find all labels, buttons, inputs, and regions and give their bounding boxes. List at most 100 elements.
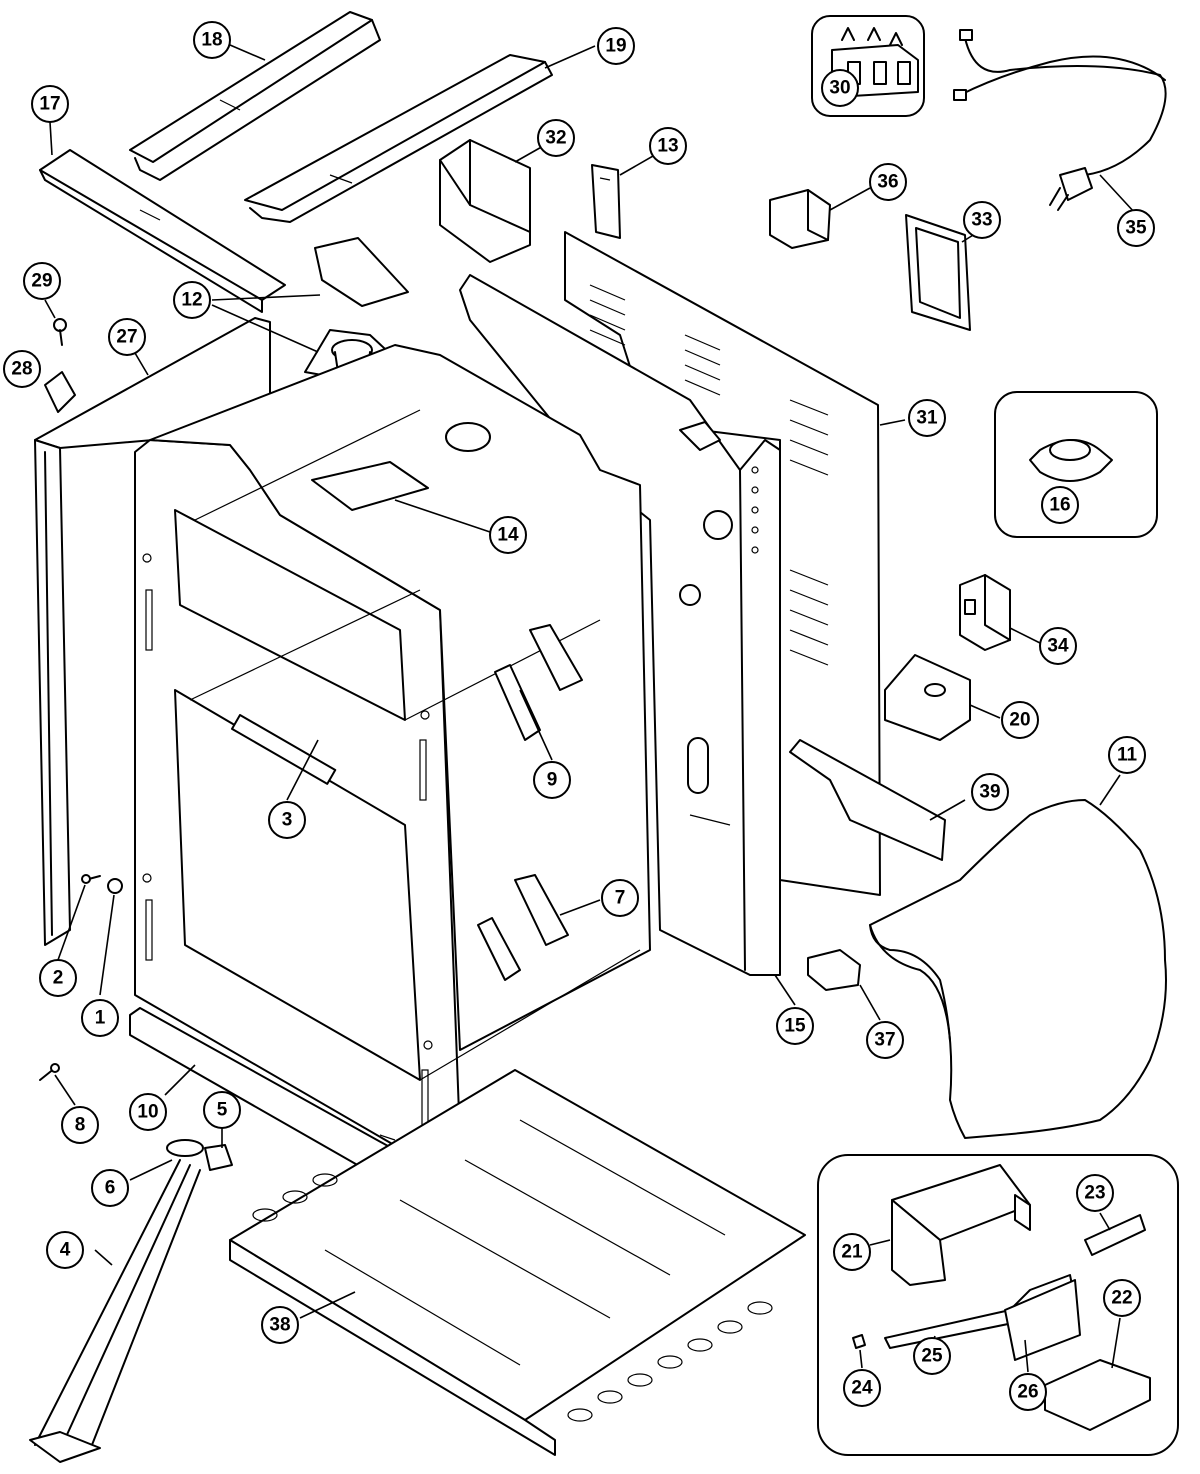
part-4-rod-assembly: [29, 1159, 201, 1463]
callout-25: 25: [913, 1337, 951, 1375]
callout-2: 2: [39, 959, 77, 997]
callout-5-label: 5: [217, 1100, 228, 1121]
part-9-hinge: [494, 624, 583, 741]
callout-20: 20: [1001, 701, 1039, 739]
callout-34-label: 34: [1047, 636, 1069, 657]
part-11-insulation: [869, 799, 1167, 1139]
callout-6: 6: [91, 1169, 129, 1207]
callout-19: 19: [597, 27, 635, 65]
callout-38: 38: [261, 1306, 299, 1344]
callout-23: 23: [1076, 1174, 1114, 1212]
callout-12-label: 12: [181, 290, 202, 311]
callout-24-label: 24: [851, 1378, 873, 1399]
callout-4: 4: [46, 1231, 84, 1269]
callout-19-label: 19: [605, 36, 626, 57]
callout-16: 16: [1041, 486, 1079, 524]
part-28-clip: [44, 371, 76, 413]
callout-5: 5: [203, 1091, 241, 1129]
part-38-bottom-panel: [229, 1069, 806, 1456]
callout-14: 14: [489, 516, 527, 554]
part-34-block: [959, 574, 1011, 651]
callout-29-label: 29: [31, 271, 52, 292]
callout-12: 12: [173, 281, 211, 319]
callout-15-label: 15: [784, 1016, 806, 1037]
part-35-power-cord: [953, 29, 1167, 211]
callout-31: 31: [908, 399, 946, 437]
callout-11-label: 11: [1117, 745, 1138, 766]
part-37-clip: [807, 949, 861, 991]
callout-18: 18: [193, 21, 231, 59]
callout-39: 39: [971, 773, 1009, 811]
part-20-bracket: [884, 654, 971, 741]
callout-22: 22: [1103, 1279, 1141, 1317]
callout-9-label: 9: [547, 770, 558, 791]
callout-29: 29: [23, 262, 61, 300]
callout-21: 21: [833, 1233, 871, 1271]
callout-24: 24: [843, 1369, 881, 1407]
callout-9: 9: [533, 761, 571, 799]
part-5-6-fittings: [166, 1139, 233, 1171]
callout-1: 1: [81, 999, 119, 1037]
callout-39-label: 39: [979, 782, 1000, 803]
callout-30-label: 30: [829, 78, 850, 99]
callout-13-label: 13: [657, 136, 678, 157]
parts-21-26-inset: [817, 1154, 1179, 1456]
callout-36-label: 36: [877, 172, 898, 193]
part-32-box: [439, 139, 531, 263]
callout-14-label: 14: [497, 525, 519, 546]
callout-27-label: 27: [116, 327, 137, 348]
callout-15: 15: [776, 1007, 814, 1045]
callout-18-label: 18: [201, 30, 222, 51]
callout-31-label: 31: [916, 408, 938, 429]
callout-6-label: 6: [105, 1178, 116, 1199]
part-15-side-panel: [459, 274, 781, 976]
callout-30: 30: [821, 69, 859, 107]
callout-21-label: 21: [841, 1242, 863, 1263]
callout-4-label: 4: [60, 1240, 71, 1261]
callout-2-label: 2: [53, 968, 64, 989]
callout-13: 13: [649, 127, 687, 165]
callout-38-label: 38: [269, 1315, 290, 1336]
callout-28-label: 28: [11, 359, 32, 380]
callout-33: 33: [963, 201, 1001, 239]
callout-36: 36: [869, 163, 907, 201]
callout-26: 26: [1009, 1373, 1047, 1411]
callout-17: 17: [31, 85, 69, 123]
part-17-left-strip: [39, 149, 286, 313]
part-8-screw: [39, 1063, 60, 1081]
part-19-top-strip: [244, 54, 553, 223]
part-13-bracket: [591, 164, 621, 239]
callout-22-label: 22: [1111, 1288, 1132, 1309]
part-36-bracket: [769, 189, 831, 249]
callout-32-label: 32: [545, 128, 566, 149]
callout-3: 3: [268, 801, 306, 839]
callout-20-label: 20: [1009, 710, 1030, 731]
callout-26-label: 26: [1017, 1382, 1038, 1403]
callout-17-label: 17: [39, 94, 60, 115]
callout-32: 32: [537, 119, 575, 157]
callout-11: 11: [1108, 736, 1146, 774]
part-16-inset: [994, 391, 1158, 538]
part-1-2-screws: [81, 874, 123, 894]
callout-23-label: 23: [1084, 1183, 1105, 1204]
leader-lines: [44, 44, 1136, 1373]
callout-8: 8: [61, 1106, 99, 1144]
callout-16-label: 16: [1049, 495, 1070, 516]
part-7-hinge: [477, 874, 569, 981]
callout-33-label: 33: [971, 210, 992, 231]
callout-34: 34: [1039, 627, 1077, 665]
part-39-strip: [789, 739, 946, 861]
callout-35-label: 35: [1125, 218, 1147, 239]
callout-27: 27: [108, 318, 146, 356]
callout-10: 10: [129, 1093, 167, 1131]
part-18-top-strip: [129, 11, 381, 181]
callout-8-label: 8: [75, 1115, 86, 1136]
callout-10-label: 10: [137, 1102, 158, 1123]
callout-1-label: 1: [95, 1008, 106, 1029]
callout-7: 7: [601, 879, 639, 917]
callout-37: 37: [866, 1021, 904, 1059]
oven-cavity: [134, 344, 651, 1161]
callout-35: 35: [1117, 209, 1155, 247]
